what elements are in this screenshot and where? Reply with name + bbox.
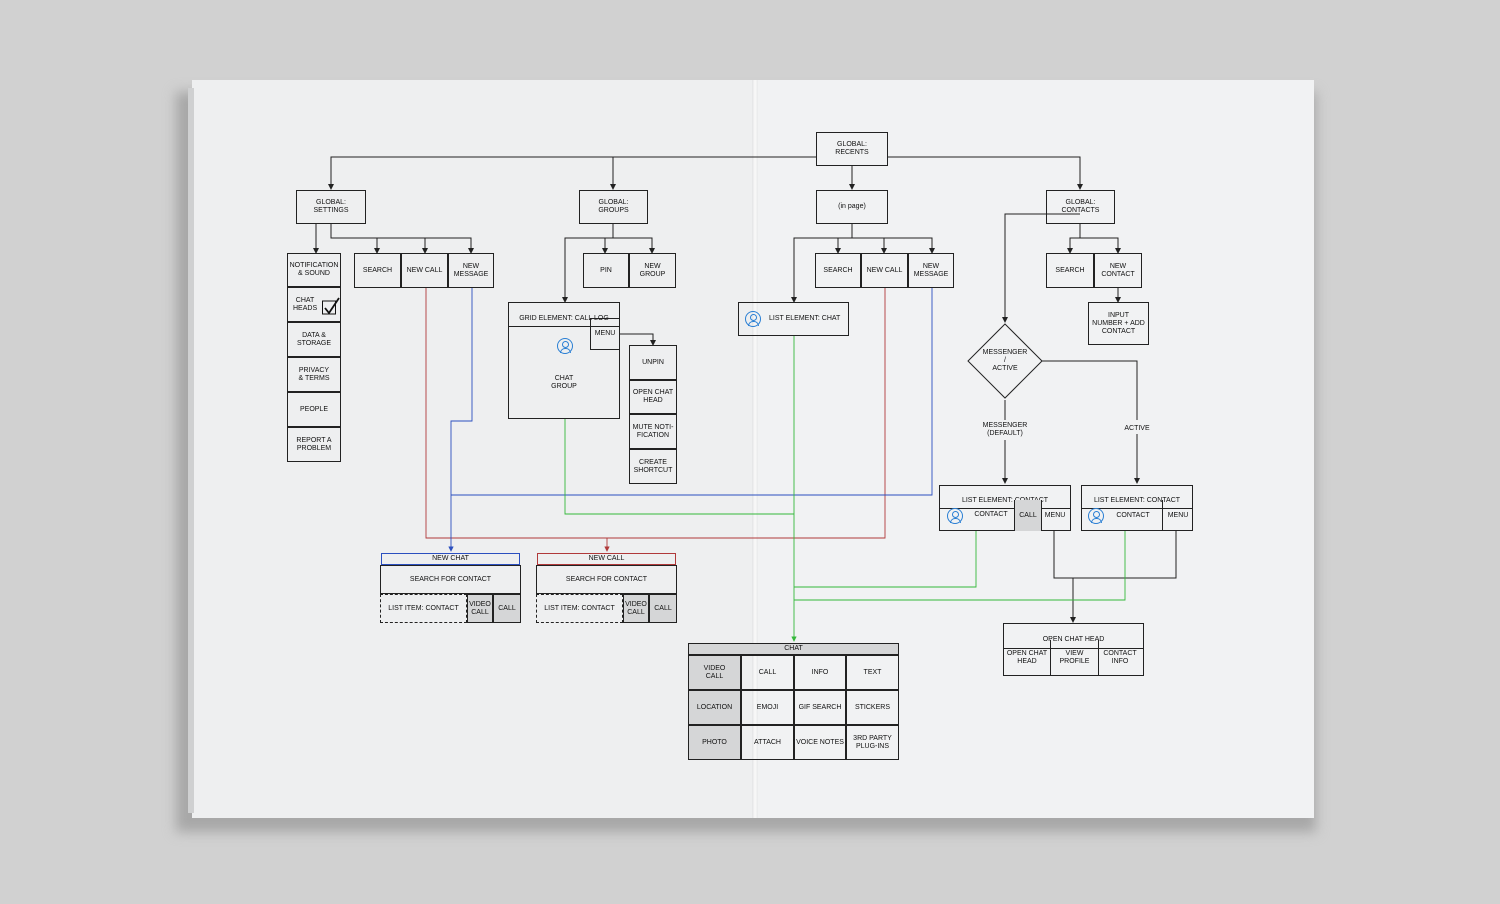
chat-cell-location: LOCATION: [688, 690, 741, 725]
menu-item-mute: MUTE NOTI- FICATION: [629, 414, 677, 449]
chat-cell-text: TEXT: [846, 655, 899, 690]
menu-item-unpin: UNPIN: [629, 345, 677, 380]
chat-cell-call: CALL: [741, 655, 794, 690]
settings-new-message-button: NEW MESSAGE: [448, 253, 494, 288]
list-element-chat: LIST ELEMENT: CHAT: [738, 302, 849, 336]
settings-new-call-button: NEW CALL: [401, 253, 448, 288]
new-chat-video-call: VIDEO CALL: [467, 594, 493, 623]
menu-item-open-chat-head: OPEN CHAT HEAD: [629, 380, 677, 414]
open-chat-head-title: OPEN CHAT HEAD: [1004, 632, 1143, 649]
chat-cell-info: INFO: [794, 655, 846, 690]
user-icon: [1088, 508, 1104, 524]
branch-messenger-label: MESSENGER (DEFAULT): [968, 422, 1042, 438]
new-chat-call: CALL: [493, 594, 521, 623]
branch-active-label: ACTIVE: [1112, 425, 1162, 433]
new-chat-search: SEARCH FOR CONTACT: [380, 565, 521, 594]
chat-cell-voice-notes: VOICE NOTES: [794, 725, 846, 760]
settings-item-privacy: PRIVACY & TERMS: [287, 357, 341, 392]
chat-cell-video-call: VIDEO CALL: [688, 655, 741, 690]
chat-cell-photo: PHOTO: [688, 725, 741, 760]
node-global-groups: GLOBAL: GROUPS: [579, 190, 648, 224]
contacts-search-button: SEARCH: [1046, 253, 1094, 288]
chat-title: CHAT: [688, 643, 899, 655]
inpage-new-call-button: NEW CALL: [861, 253, 908, 288]
settings-item-people: PEOPLE: [287, 392, 341, 427]
open-chat-head-cell-3: CONTACT INFO: [1103, 649, 1137, 665]
open-chat-head-cell-2: VIEW PROFILE: [1050, 640, 1099, 675]
new-call-call: CALL: [649, 594, 677, 623]
list-contact-a-call: CALL: [1014, 500, 1042, 531]
settings-item-report: REPORT A PROBLEM: [287, 427, 341, 462]
new-call-title: NEW CALL: [537, 553, 676, 565]
settings-item-chat-heads-label: CHAT HEADS: [293, 296, 318, 312]
chat-group-label: CHAT GROUP: [551, 375, 577, 390]
list-contact-b-contact: CONTACT: [1116, 512, 1150, 519]
new-chat-title: NEW CHAT: [381, 553, 520, 565]
settings-search-button: SEARCH: [354, 253, 401, 288]
paper-edge: [188, 88, 194, 813]
chat-cell-emoji: EMOJI: [741, 690, 794, 725]
checkmark-icon: [322, 297, 340, 315]
list-contact-a-menu: MENU: [1044, 512, 1066, 519]
node-global-recents: GLOBAL: RECENTS: [816, 132, 888, 166]
open-chat-head-panel: OPEN CHAT HEAD OPEN CHAT HEAD VIEW PROFI…: [1003, 623, 1144, 676]
chat-cell-plugins: 3RD PARTY PLUG-INS: [846, 725, 899, 760]
decision-label: MESSENGER / ACTIVE: [982, 349, 1028, 372]
list-contack-b-menu: MENU: [1162, 500, 1193, 531]
node-global-contacts: GLOBAL: CONTACTS: [1046, 190, 1115, 224]
chat-cell-stickers: STICKERS: [846, 690, 899, 725]
groups-new-group-button: NEW GROUP: [629, 253, 676, 288]
node-global-settings: GLOBAL: SETTINGS: [296, 190, 366, 224]
new-call-search: SEARCH FOR CONTACT: [536, 565, 677, 594]
list-contact-a-contact: CONTACT: [974, 511, 1008, 518]
inpage-search-button: SEARCH: [815, 253, 861, 288]
contacts-new-contact-button: NEW CONTACT: [1094, 253, 1142, 288]
new-call-video-call: VIDEO CALL: [623, 594, 649, 623]
open-chat-head-cell-1: OPEN CHAT HEAD: [1006, 649, 1048, 665]
settings-item-data-storage: DATA & STORAGE: [287, 322, 341, 357]
list-contact-b-title: LIST ELEMENT: CONTACT: [1082, 494, 1192, 509]
new-chat-list-item: LIST ITEM: CONTACT: [380, 594, 467, 623]
grid-element-menu: MENU: [590, 318, 620, 350]
node-in-page: (in page): [816, 190, 888, 224]
list-element-chat-label: LIST ELEMENT: CHAT: [769, 315, 841, 322]
list-element-contact-b: LIST ELEMENT: CONTACT CONTACT MENU: [1081, 485, 1193, 531]
settings-item-notification: NOTIFICATION & SOUND: [287, 253, 341, 287]
user-icon: [745, 311, 761, 327]
menu-item-shortcut: CREATE SHORTCUT: [629, 449, 677, 484]
chat-cell-attach: ATTACH: [741, 725, 794, 760]
input-add-contact: INPUT NUMBER + ADD CONTACT: [1088, 302, 1149, 345]
new-call-list-item: LIST ITEM: CONTACT: [536, 594, 623, 623]
user-icon: [947, 508, 963, 524]
inpage-new-message-button: NEW MESSAGE: [908, 253, 954, 288]
user-icon: [557, 338, 573, 354]
settings-item-chat-heads: CHAT HEADS: [287, 287, 341, 322]
grid-element-call-log: GRID ELEMENT: CALL LOG MENU CHAT GROUP: [508, 302, 620, 419]
groups-pin-button: PIN: [583, 253, 629, 288]
chat-cell-gif-search: GIF SEARCH: [794, 690, 846, 725]
list-element-contact-a: LIST ELEMENT: CONTACT CONTACT CALL MENU: [939, 485, 1071, 531]
